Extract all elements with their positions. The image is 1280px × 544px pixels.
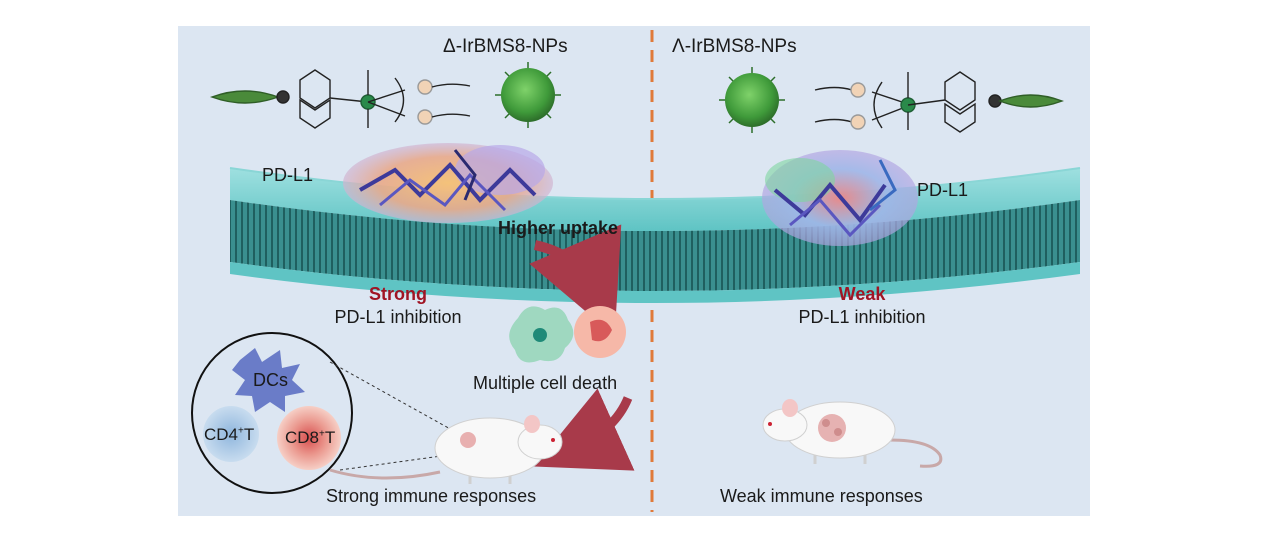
cell-death-label: Multiple cell death <box>473 373 618 393</box>
cell-icon <box>574 306 626 358</box>
protein-structure <box>343 143 553 223</box>
mouse-icon <box>329 415 563 484</box>
tumor-icon <box>818 414 846 442</box>
dcs-label: DCs <box>253 370 288 390</box>
nanoparticle-icon <box>719 67 785 133</box>
inhibition-left-label: PD-L1 inhibition <box>334 307 462 327</box>
cell-icon <box>509 306 574 363</box>
weak-immune-label: Weak immune responses <box>720 486 923 506</box>
inhibition-right-label: PD-L1 inhibition <box>798 307 926 327</box>
pdl1-label-right: PD-L1 <box>917 180 969 200</box>
response-arrow <box>533 388 635 471</box>
right-title: Λ-IrBMS8-NPs <box>672 36 797 57</box>
mouse-icon <box>762 399 943 468</box>
higher-uptake-label: Higher uptake <box>498 218 619 238</box>
pdl1-label-left: PD-L1 <box>262 165 314 185</box>
ir-complex-structure <box>209 69 471 129</box>
nanoparticle-icon <box>495 62 561 128</box>
immune-inset <box>191 332 471 494</box>
protein-structure <box>762 150 918 246</box>
dendritic-cell-icon <box>232 348 305 412</box>
strong-label: Strong <box>369 284 427 304</box>
tumor-icon <box>460 432 476 448</box>
left-title: Δ-IrBMS8-NPs <box>443 36 568 57</box>
strong-immune-label: Strong immune responses <box>326 486 537 506</box>
uptake-arrow <box>529 224 622 336</box>
ir-complex-structure <box>814 71 1064 133</box>
weak-label: Weak <box>838 284 886 304</box>
cd8-label: CD8+T <box>285 428 336 447</box>
cd4-label: CD4+T <box>204 425 255 444</box>
